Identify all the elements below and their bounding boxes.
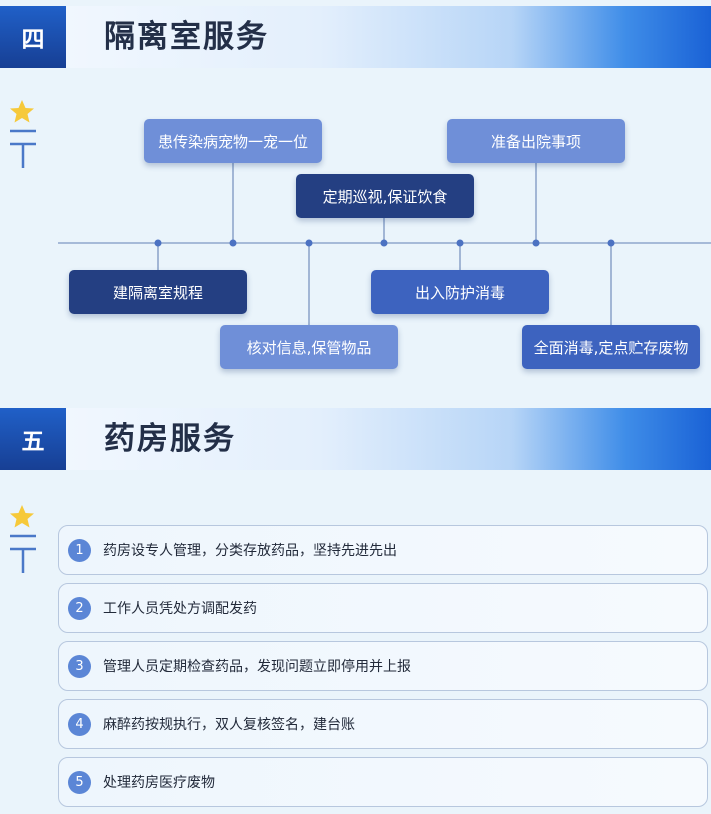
section-number: 四 — [0, 6, 66, 68]
item-text: 处理药房医疗废物 — [103, 775, 215, 791]
timeline-box-pet-isolation: 患传染病宠物一宠一位 — [144, 119, 322, 163]
list-item: 4 麻醉药按规执行，双人复核签名，建台账 — [58, 699, 708, 749]
timeline-box-verify-info: 核对信息,保管物品 — [220, 325, 398, 369]
section-title: 药房服务 — [104, 421, 236, 457]
item-number-badge: 4 — [68, 712, 91, 736]
timeline-box-patrol-feeding: 定期巡视,保证饮食 — [296, 174, 474, 218]
item-number-badge: 1 — [68, 538, 91, 562]
item-text: 麻醉药按规执行，双人复核签名，建台账 — [103, 717, 355, 733]
section-title: 隔离室服务 — [104, 19, 269, 55]
item-text: 管理人员定期检查药品，发现问题立即停用并上报 — [103, 659, 411, 675]
timeline-box-full-disinfection: 全面消毒,定点贮存废物 — [522, 325, 700, 369]
timeline-box-protection-disinfection: 出入防护消毒 — [371, 270, 549, 314]
star-icon — [10, 100, 36, 168]
section-header-isolation: 四 隔离室服务 — [0, 6, 711, 68]
list-item: 1 药房设专人管理，分类存放药品，坚持先进先出 — [58, 525, 708, 575]
item-number-badge: 3 — [68, 654, 91, 678]
section-number: 五 — [0, 408, 66, 470]
list-item: 3 管理人员定期检查药品，发现问题立即停用并上报 — [58, 641, 708, 691]
item-number-badge: 5 — [68, 770, 91, 794]
timeline-box-isolation-rules: 建隔离室规程 — [69, 270, 247, 314]
item-text: 工作人员凭处方调配发药 — [103, 601, 257, 617]
star-icon — [10, 505, 36, 573]
timeline-box-discharge-prep: 准备出院事项 — [447, 119, 625, 163]
list-item: 2 工作人员凭处方调配发药 — [58, 583, 708, 633]
item-text: 药房设专人管理，分类存放药品，坚持先进先出 — [103, 543, 397, 559]
item-number-badge: 2 — [68, 596, 91, 620]
list-item: 5 处理药房医疗废物 — [58, 757, 708, 807]
timeline-connectors — [58, 163, 711, 325]
section-header-pharmacy: 五 药房服务 — [0, 408, 711, 470]
